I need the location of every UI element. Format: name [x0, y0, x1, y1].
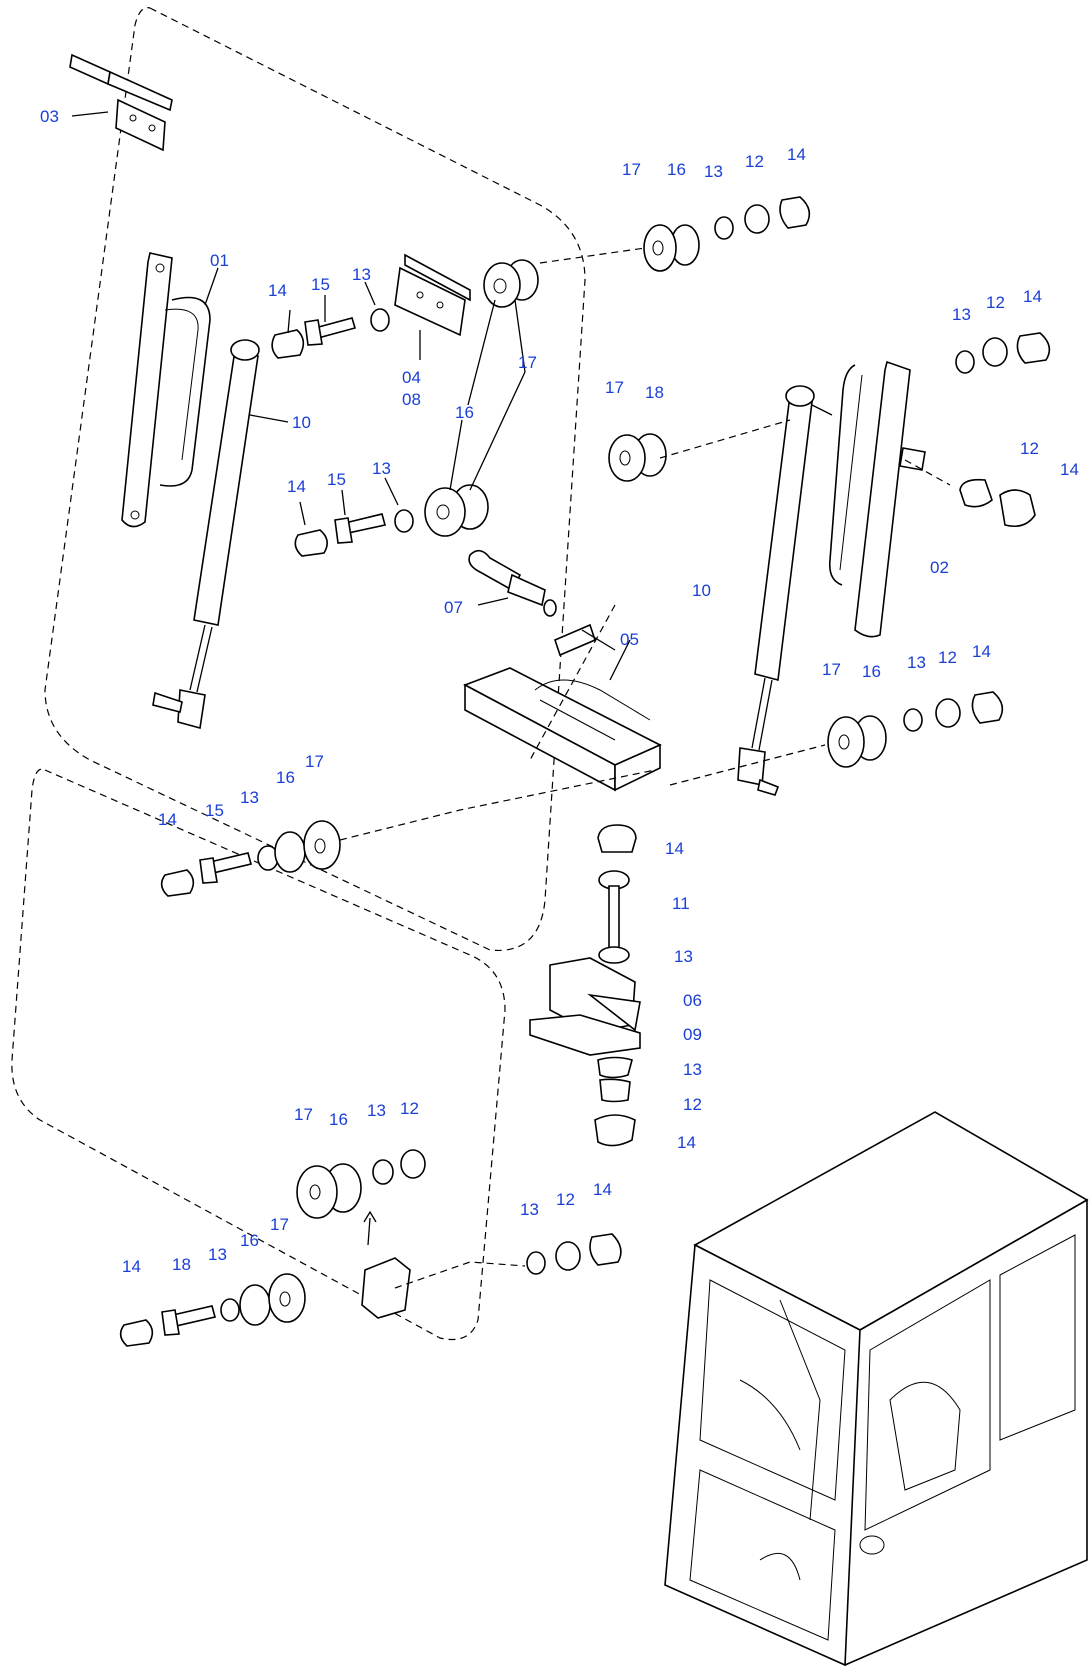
fastener-row-lower-right [827, 691, 1004, 768]
fastener-row-right-2 [959, 478, 1036, 528]
callout-14: 14 [677, 1133, 696, 1152]
callout-11: 11 [672, 894, 690, 913]
gas-strut-10-right [737, 385, 833, 796]
callout-15: 15 [205, 801, 224, 820]
callout-17: 17 [294, 1105, 313, 1124]
roller-upper-center [483, 259, 539, 308]
callout-12: 12 [986, 293, 1005, 312]
callout-14: 14 [287, 477, 306, 496]
callout-07: 07 [444, 598, 463, 617]
hinge-pin-03 [69, 53, 173, 152]
callout-14: 14 [593, 1180, 612, 1199]
callout-12: 12 [745, 152, 764, 171]
cab-overview [664, 1111, 1089, 1667]
lower-window-outline [11, 768, 506, 1341]
fastener-row-bottom-left [119, 1273, 306, 1347]
lower-hinge-bracket [361, 1210, 411, 1319]
callout-14: 14 [972, 642, 991, 661]
callout-13: 13 [907, 653, 926, 672]
fastener-row-right-1 [955, 332, 1051, 374]
callout-17: 17 [605, 378, 624, 397]
callout-13: 13 [704, 162, 723, 181]
callout-13: 13 [352, 265, 371, 284]
callout-14: 14 [665, 839, 684, 858]
callout-13: 13 [367, 1101, 386, 1120]
callout-13: 13 [952, 305, 971, 324]
handle-02 [828, 360, 926, 638]
callout-13: 13 [372, 459, 391, 478]
callout-17: 17 [518, 353, 537, 372]
callout-16: 16 [240, 1231, 259, 1250]
callout-13: 13 [520, 1200, 539, 1219]
callout-06: 06 [683, 991, 702, 1010]
callout-14: 14 [1060, 460, 1079, 479]
callout-18: 18 [172, 1255, 191, 1274]
gas-strut-10-left [152, 339, 260, 730]
callout-12: 12 [938, 648, 957, 667]
callout-14: 14 [158, 810, 177, 829]
fastener-row-bottom-right [526, 1233, 622, 1275]
callout-12: 12 [1020, 439, 1039, 458]
callout-16: 16 [329, 1110, 348, 1129]
fastener-row-top-right [643, 196, 811, 272]
latch-05 [463, 623, 662, 792]
callout-10-right: 10 [692, 581, 711, 600]
bolt-stack-center [529, 824, 641, 1147]
callout-01: 01 [210, 251, 229, 270]
fastener-row-bottom-center [296, 1149, 426, 1219]
callout-05: 05 [620, 630, 639, 649]
callout-12: 12 [556, 1190, 575, 1209]
callout-16: 16 [455, 403, 474, 422]
fastener-row-lower-left [160, 820, 341, 897]
callout-16: 16 [276, 768, 295, 787]
assembly-lines [339, 247, 951, 1289]
callout-10-left: 10 [292, 413, 311, 432]
lever-07 [468, 549, 557, 617]
callout-08: 08 [402, 390, 421, 409]
callout-17: 17 [622, 160, 641, 179]
callout-16: 16 [862, 662, 881, 681]
leader-lines [71, 111, 631, 681]
handle-01 [121, 252, 211, 528]
callout-15: 15 [327, 470, 346, 489]
callout-13: 13 [240, 788, 259, 807]
bracket-04-08 [394, 253, 471, 337]
callout-13: 13 [674, 947, 693, 966]
callout-14: 14 [268, 281, 287, 300]
callout-14: 14 [122, 1257, 141, 1276]
upper-window-outline [44, 7, 586, 951]
callout-17: 17 [305, 752, 324, 771]
callout-13: 13 [208, 1245, 227, 1264]
callout-14: 14 [787, 145, 806, 164]
callout-03: 03 [40, 107, 59, 126]
fastener-row-upper-left [271, 308, 390, 359]
callout-04: 04 [402, 368, 421, 387]
callout-16: 16 [667, 160, 686, 179]
callout-09: 09 [683, 1025, 702, 1044]
callout-12: 12 [400, 1099, 419, 1118]
callout-labels: 03 01 10 14 15 13 04 08 16 17 14 15 13 0… [40, 107, 1079, 1276]
callout-12: 12 [683, 1095, 702, 1114]
callout-13: 13 [683, 1060, 702, 1079]
callout-17: 17 [822, 660, 841, 679]
callout-14: 14 [1023, 287, 1042, 306]
callout-18: 18 [645, 383, 664, 402]
roller-17-18-right [608, 433, 667, 482]
callout-17: 17 [270, 1215, 289, 1234]
callout-02: 02 [930, 558, 949, 577]
callout-15: 15 [311, 275, 330, 294]
fastener-row-middle [294, 484, 489, 557]
